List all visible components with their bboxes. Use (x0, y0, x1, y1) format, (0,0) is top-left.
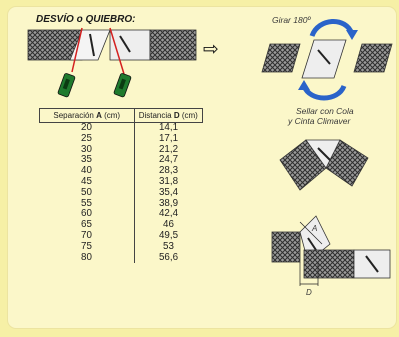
seal-label-line2: y Cinta Climaver (288, 116, 351, 126)
distance-cell: 24,7 (158, 154, 179, 166)
dimension-label-a: A (312, 224, 318, 233)
marker-pen-icon (57, 73, 76, 98)
distance-cell: 28,3 (158, 165, 179, 177)
rotate-label: Girar 180º (272, 15, 311, 25)
distance-table: Separación A (cm) Distancia D (cm) 20 25… (39, 108, 203, 264)
right-arrow-icon: ⇨ (203, 38, 219, 60)
step1-duct (27, 29, 197, 61)
dimension-label-d: D (306, 288, 312, 297)
step2-duct (261, 39, 393, 79)
distance-cell: 56,6 (158, 251, 179, 263)
separation-cell: 45 (81, 175, 92, 187)
distance-cell: 38,9 (158, 197, 179, 209)
distance-cell: 17,1 (158, 132, 179, 144)
step3-duct (279, 139, 369, 191)
separation-cell: 50 (81, 186, 92, 198)
separation-cell: 80 (81, 251, 92, 263)
separation-cell: 55 (81, 197, 92, 209)
distance-cell: 14,1 (158, 122, 179, 133)
page-title: DESVÍO o QUIEBRO: (36, 14, 136, 25)
rotate-arrow-icon (298, 19, 358, 101)
separation-cell: 20 (81, 122, 92, 133)
separation-cell: 30 (81, 143, 92, 155)
distance-cell: 53 (163, 240, 174, 252)
distance-cell: 21,2 (158, 143, 179, 155)
distance-column: 14,1 17,1 21,2 24,7 28,3 31,8 35,4 38,9 … (133, 122, 203, 264)
distance-cell: 35,4 (158, 186, 179, 198)
distance-header: Distancia D (cm) (133, 108, 203, 123)
separation-cell: 40 (81, 165, 92, 177)
separation-cell: 75 (81, 240, 92, 252)
distance-cell: 42,4 (158, 208, 179, 220)
separation-column: 20 25 30 35 40 45 50 55 60 65 70 75 80 (40, 122, 135, 264)
separation-cell: 25 (81, 132, 92, 144)
separation-header: Separación A (cm) (39, 108, 135, 123)
seal-label-line1: Sellar con Cola (296, 106, 354, 116)
separation-cell: 70 (81, 229, 92, 241)
cut-line (71, 27, 125, 75)
distance-cell: 46 (163, 219, 174, 231)
marker-pen-icon (113, 73, 132, 98)
distance-cell: 49,5 (158, 229, 179, 241)
distance-cell: 31,8 (158, 175, 179, 187)
separation-cell: 35 (81, 154, 92, 166)
step4-duct (271, 215, 391, 286)
separation-cell: 60 (81, 208, 92, 220)
separation-cell: 65 (81, 219, 92, 231)
